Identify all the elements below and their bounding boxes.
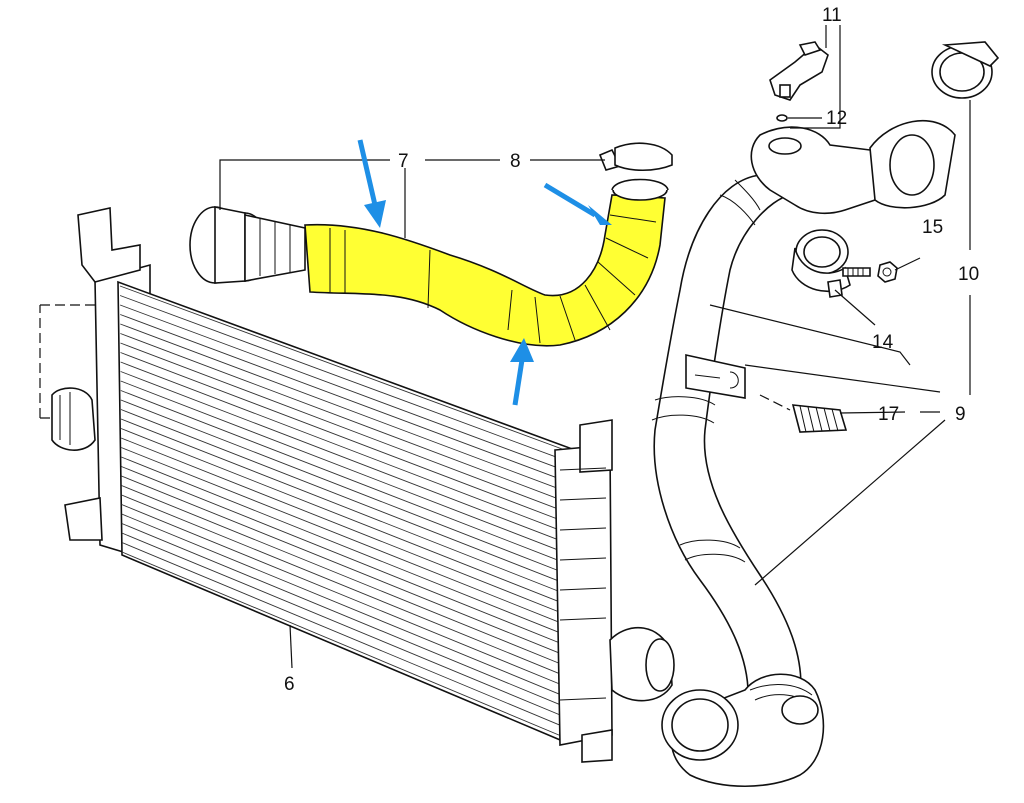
fin-line [120, 323, 573, 495]
callout-8: 8 [510, 151, 521, 172]
arrow-bottom [510, 338, 534, 406]
hose-7-highlighted [189, 142, 673, 347]
fin-line [121, 504, 568, 688]
fin-line [119, 285, 574, 454]
fin-line [121, 485, 568, 668]
fin-line [120, 371, 571, 546]
fin-line [121, 551, 567, 739]
bolt-15 [842, 261, 898, 283]
clamp-14 [791, 229, 851, 298]
fin-line [121, 475, 569, 657]
leader-lines [39, 25, 971, 669]
callout-17: 17 [878, 404, 899, 425]
fin-line [120, 380, 571, 556]
fin-line [120, 428, 570, 607]
fin-line [120, 399, 571, 576]
intercooler [51, 207, 675, 763]
callout-14: 14 [872, 332, 894, 353]
fin-line [120, 437, 570, 617]
fin-line [121, 494, 568, 678]
highlight-arrows [357, 139, 612, 406]
callout-10: 10 [958, 264, 979, 285]
fin-line [120, 361, 572, 535]
fin-line [121, 523, 567, 708]
callout-6: 6 [284, 674, 295, 695]
hose-7-body [304, 194, 666, 347]
fin-line [120, 352, 572, 525]
arrow-top [357, 139, 386, 228]
intercooler-fins [119, 285, 574, 739]
fin-line [121, 513, 568, 698]
fin-line [121, 447, 569, 627]
callout-15: 15 [922, 217, 943, 238]
sensor-11 [769, 41, 829, 101]
fin-line [119, 304, 573, 474]
fin-line [121, 542, 567, 729]
fin-line [121, 532, 567, 719]
callout-12: 12 [826, 108, 847, 129]
hose-9 [651, 119, 956, 787]
fin-line [121, 456, 569, 637]
fin-line [121, 466, 569, 647]
callout-9: 9 [955, 404, 966, 425]
fin-line [119, 295, 573, 464]
callout-11: 11 [822, 5, 842, 26]
fin-line [120, 390, 571, 566]
grommet-17 [791, 404, 848, 433]
clamp-10 [931, 41, 1000, 99]
fin-line [120, 342, 572, 515]
callout-7: 7 [398, 151, 409, 172]
fin-line [120, 418, 570, 596]
seal-12 [776, 114, 788, 122]
fin-line [120, 409, 570, 586]
fin-line [120, 314, 573, 484]
callouts: 7 8 6 11 12 15 10 14 17 9 [284, 5, 979, 695]
arrow-right [543, 182, 612, 225]
fin-line [120, 333, 572, 505]
